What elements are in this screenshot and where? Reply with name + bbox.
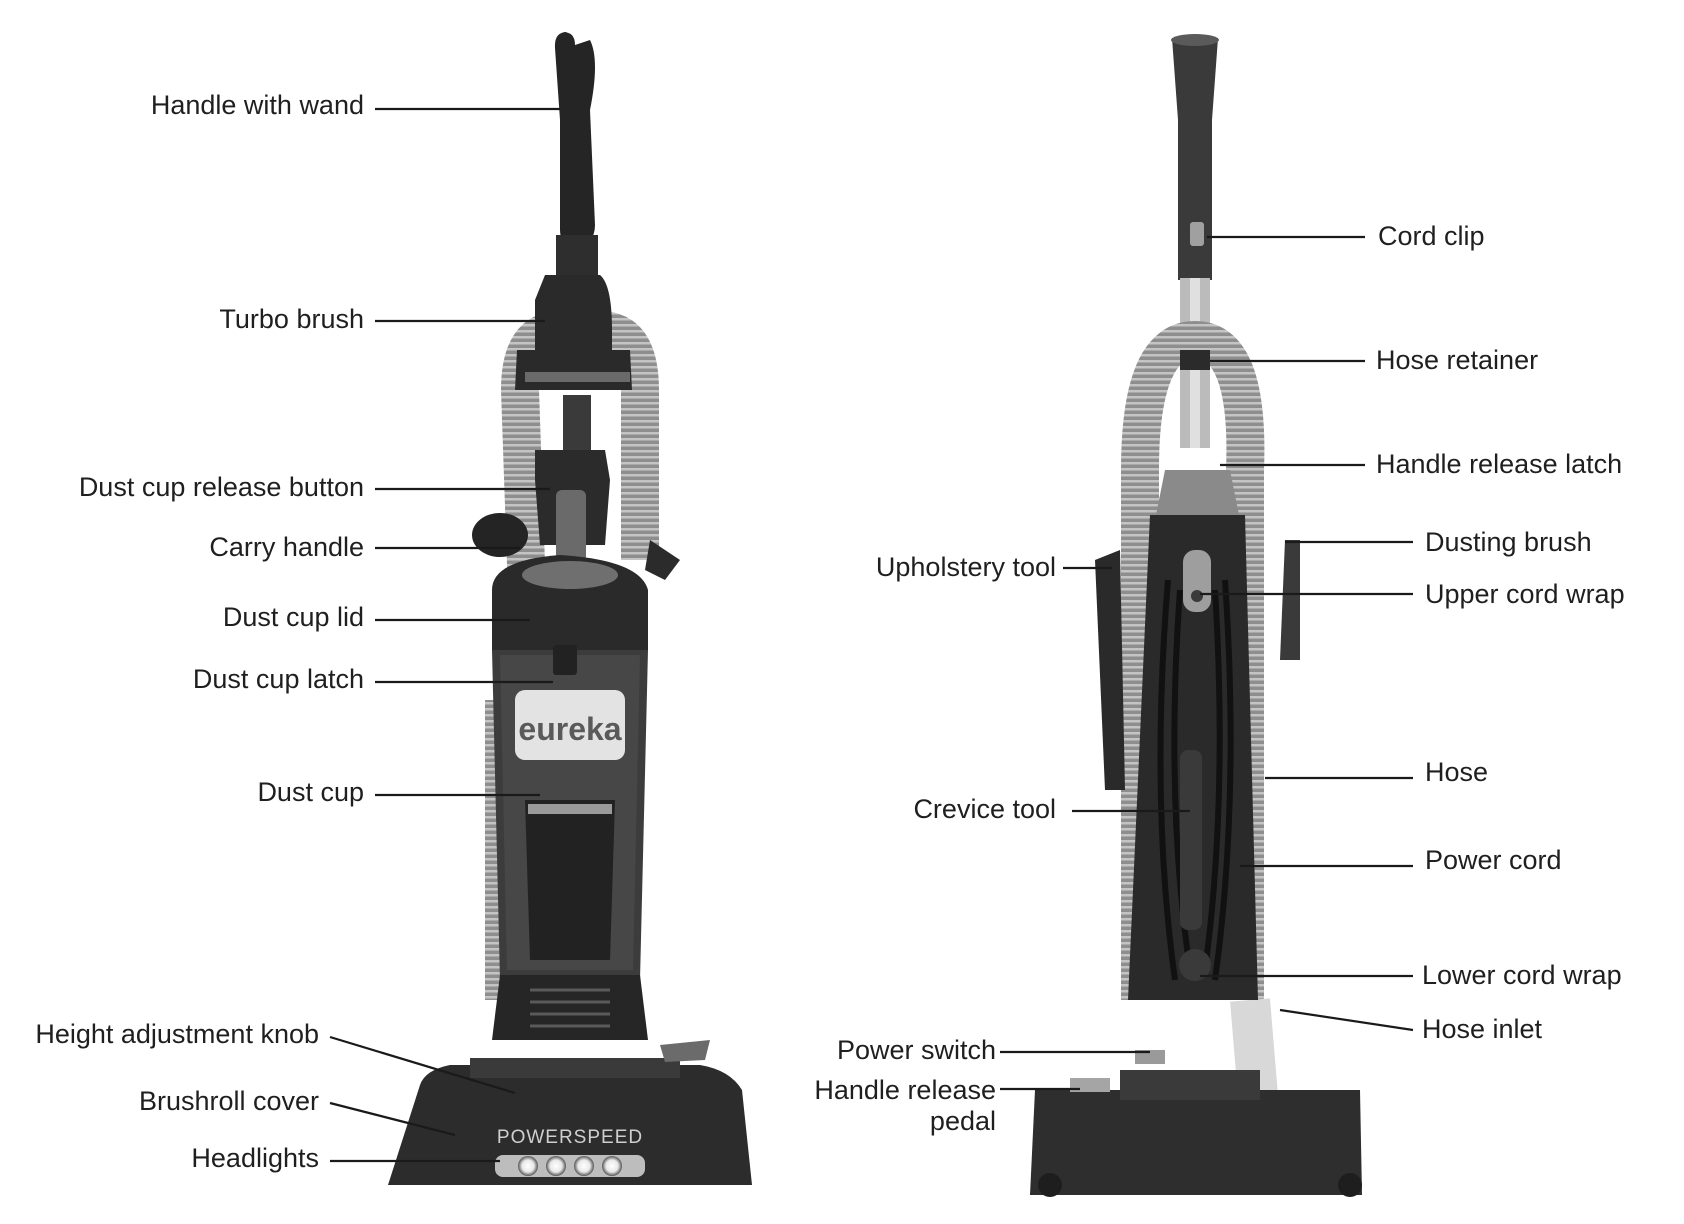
label-handle-release-latch: Handle release latch [1376,449,1623,479]
label-hose: Hose [1425,757,1489,787]
front-vacuum-illustration: eureka POWERSPEED [388,32,752,1185]
label-power-cord: Power cord [1425,845,1562,875]
label-handle-with-wand: Handle with wand [150,90,364,120]
label-dust-cup: Dust cup [257,777,364,807]
front-headlights [495,1155,645,1177]
leader-lines [329,107,1414,1163]
label-crevice-tool: Crevice tool [913,794,1056,824]
front-handle-wand [554,32,595,245]
rear-hose [1121,320,1265,1000]
leader-brushroll-cover [329,1101,456,1137]
label-dusting-brush: Dusting brush [1425,527,1592,557]
label-handle-release-pedal-line1: Handle release [814,1075,996,1105]
label-brushroll-cover: Brushroll cover [138,1086,319,1116]
label-handle-release-pedal-line2: pedal [929,1106,996,1136]
rear-wand [1172,38,1218,280]
label-headlights: Headlights [191,1143,319,1173]
label-hose-inlet: Hose inlet [1422,1014,1543,1044]
powerspeed-logo: POWERSPEED [497,1127,643,1148]
rear-base [1030,1090,1362,1195]
label-upper-cord-wrap: Upper cord wrap [1425,579,1625,609]
leader-height-adjustment-knob [329,1035,516,1095]
label-turbo-brush: Turbo brush [219,304,364,334]
label-carry-handle: Carry handle [209,532,364,562]
rear-vacuum-illustration [1030,34,1362,1197]
label-power-switch: Power switch [836,1035,996,1065]
label-dust-cup-lid: Dust cup lid [222,602,364,632]
label-handle-release-pedal: Handle release pedal [814,1075,996,1137]
label-lower-cord-wrap: Lower cord wrap [1422,960,1622,990]
label-dust-cup-release-button: Dust cup release button [78,472,364,502]
label-upholstery-tool: Upholstery tool [875,552,1056,582]
label-height-adjustment-knob: Height adjustment knob [35,1019,319,1049]
label-hose-retainer: Hose retainer [1376,345,1539,375]
label-cord-clip: Cord clip [1378,221,1485,251]
front-turbo-brush [515,275,632,390]
label-dust-cup-latch: Dust cup latch [192,664,364,694]
rear-body-top [1155,470,1240,520]
front-cleaner-head [388,1065,752,1185]
eureka-logo: eureka [518,711,621,747]
leader-hose-inlet [1279,1008,1414,1032]
